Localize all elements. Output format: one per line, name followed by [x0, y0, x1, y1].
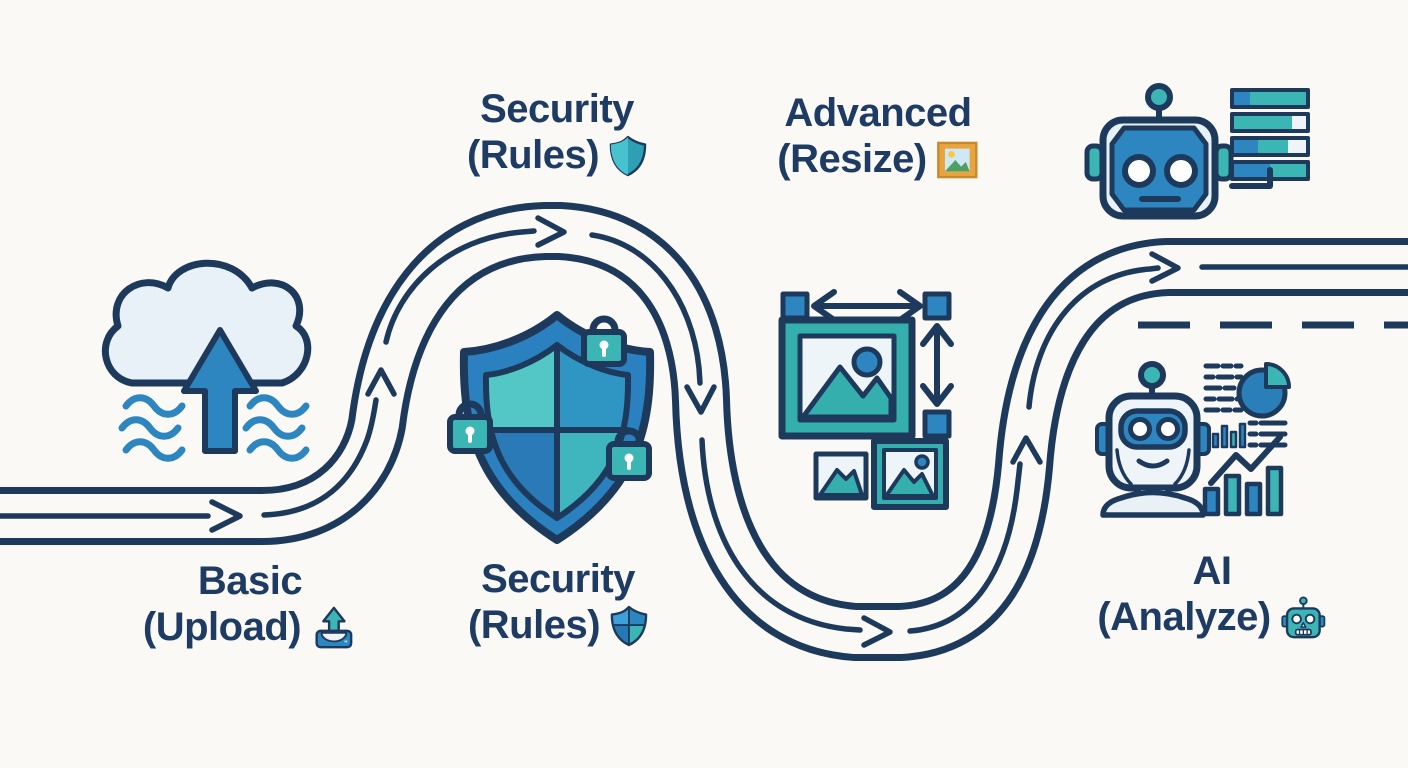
upload-arrow: [181, 327, 259, 454]
mini-bar-chart-icon: [1211, 422, 1247, 449]
road: [0, 202, 1408, 661]
bar-chart-icon: [1202, 465, 1284, 517]
stage-title: Basic: [197, 559, 303, 603]
robot-mouth: [1136, 458, 1170, 469]
stage-label-security-bottom: Security (Rules): [468, 556, 648, 649]
stage-title: Security: [481, 557, 635, 601]
antenna-ball: [1138, 361, 1166, 389]
stage-subtitle: (Rules): [466, 133, 600, 178]
robot-head-icon: [1084, 83, 1234, 220]
center-line: [383, 228, 537, 345]
stage-label-ai-bottom: AI (Analyze): [1097, 548, 1326, 641]
stage-label-advanced-top: Advanced (Resize): [777, 90, 978, 183]
arrow-up-icon: [365, 367, 397, 397]
large-image-thumbnail: [778, 316, 916, 440]
robot-analytics-icon: [1095, 361, 1291, 518]
padlock-icon: [581, 315, 627, 367]
resize-width-arrow: [811, 289, 923, 323]
cloud-upload-icon: [101, 259, 312, 462]
robot-eye: [1156, 417, 1180, 441]
robot-icon: [1281, 596, 1326, 638]
robot-eye: [1164, 154, 1198, 188]
shield-cross: [483, 342, 631, 521]
arrow-up-icon: [1010, 435, 1043, 465]
padlock-icon: [447, 400, 493, 454]
stage-label-security-top: Security (Rules): [467, 86, 647, 179]
image-resize-icon: [778, 289, 954, 510]
arrow-right-icon: [1149, 251, 1181, 284]
center-line: [1026, 265, 1161, 410]
shield-icon: [610, 605, 648, 646]
stage-title: Security: [480, 87, 634, 131]
resize-height-arrow: [920, 323, 954, 407]
arrow-right-icon: [535, 215, 567, 248]
road-centerline-arrows: [0, 215, 1408, 648]
dashed-text-lines: [1203, 363, 1244, 413]
robot-base: [1100, 489, 1206, 518]
shield-icon: [609, 135, 647, 176]
center-line: [261, 397, 379, 518]
cloud-shape: [101, 259, 312, 387]
arrow-right-icon: [861, 615, 893, 648]
robot-data-stack-icon: [1084, 83, 1310, 220]
arrow-right-icon: [209, 499, 243, 533]
data-bars-icon: [1229, 88, 1310, 189]
antenna-ball: [1145, 83, 1173, 111]
padlock-icon: [606, 427, 652, 481]
stage-title: AI: [1192, 549, 1233, 593]
small-image-thumbnail: [871, 438, 949, 510]
resize-handle: [922, 291, 952, 321]
stage-subtitle: (Analyze): [1097, 595, 1271, 640]
stage-title: Advanced: [784, 91, 972, 135]
framed-picture-icon: [937, 141, 978, 178]
resize-handle: [780, 291, 810, 321]
stage-label-basic-bottom: Basic (Upload): [143, 558, 357, 651]
center-line: [699, 437, 863, 633]
ai-robot-icon: [1095, 361, 1211, 518]
stage-subtitle: (Rules): [467, 603, 601, 648]
center-line: [907, 461, 1023, 634]
upload-tray-icon: [315, 606, 353, 648]
connector-line: [1229, 167, 1273, 189]
trend-line-icon: [1208, 434, 1283, 486]
pie-chart-icon: [1236, 362, 1291, 419]
center-line: [589, 232, 703, 386]
stage-subtitle: (Resize): [777, 137, 927, 182]
robot-eye: [1122, 154, 1156, 188]
wave-lines: [118, 394, 310, 462]
shield-locks-icon: [447, 311, 655, 544]
robot-eye: [1128, 417, 1152, 441]
resize-handle: [922, 409, 952, 439]
arrow-down-icon: [684, 384, 717, 415]
small-image-thumbnail: [813, 451, 869, 501]
stage-subtitle: (Upload): [142, 605, 302, 650]
